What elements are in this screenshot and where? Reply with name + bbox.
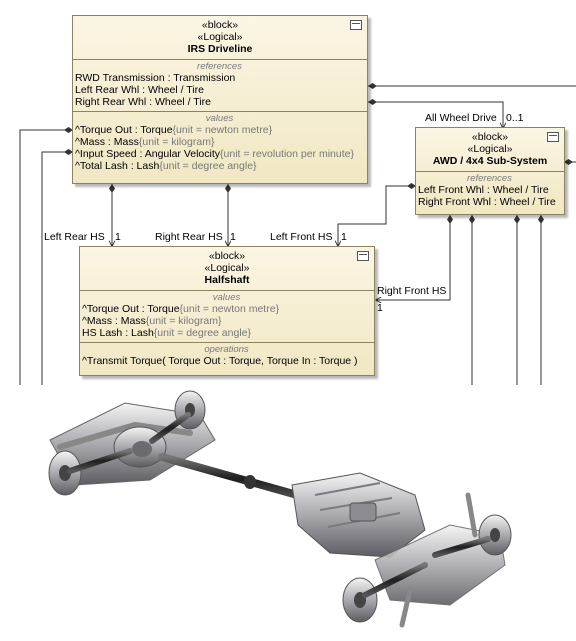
- value-text: ^Torque Out : Torque: [75, 124, 173, 136]
- value-row[interactable]: ^Input Speed : Angular Velocity{unit = r…: [75, 148, 364, 160]
- block-irs-driveline[interactable]: «block» «Logical» IRS Driveline referenc…: [72, 15, 368, 184]
- multiplicity-left-rear-hs: 1: [115, 231, 121, 243]
- block-name: IRS Driveline: [187, 43, 253, 55]
- role-label-right-front-hs: Right Front HS: [377, 285, 447, 297]
- association-right-front-hs: [376, 215, 450, 300]
- values-compartment: values ^Torque Out : Torque{unit = newto…: [80, 290, 374, 342]
- value-row[interactable]: ^Mass : Mass{unit = kilogram}: [75, 136, 364, 148]
- reference-row[interactable]: Left Rear Whl : Wheel / Tire: [75, 84, 204, 96]
- value-text: ^Input Speed : Angular Velocity: [75, 148, 221, 160]
- value-unit: {unit = kilogram}: [138, 136, 215, 148]
- multiplicity-all-wheel-drive: 0..1: [506, 112, 524, 124]
- compartment-toggle-icon[interactable]: [547, 132, 559, 142]
- compartment-toggle-icon[interactable]: [350, 20, 362, 30]
- multiplicity-right-front-hs: 1: [377, 302, 383, 314]
- reference-row[interactable]: Right Rear Whl : Wheel / Tire: [75, 96, 211, 108]
- reference-row[interactable]: Left Front Whl : Wheel / Tire: [418, 184, 549, 196]
- value-text: ^Mass : Mass: [82, 315, 146, 327]
- value-unit: {unit = revolution per minute}: [220, 148, 354, 160]
- compartment-toggle-icon[interactable]: [357, 251, 369, 261]
- value-row[interactable]: ^Torque Out : Torque{unit = newton metre…: [75, 124, 364, 136]
- block-header: «block» «Logical» IRS Driveline: [73, 16, 367, 59]
- value-text: ^Mass : Mass: [75, 136, 139, 148]
- references-compartment: references Left Front Whl : Wheel / Tire…: [416, 171, 564, 211]
- block-name: Halfshaft: [204, 274, 250, 286]
- compartment-title: values: [205, 113, 234, 124]
- stereotype-block: «block»: [201, 19, 239, 31]
- stereotype-logical: «Logical»: [204, 262, 250, 274]
- role-label-left-front-hs: Left Front HS: [270, 231, 333, 243]
- compartment-title: references: [197, 61, 242, 72]
- value-text: ^Total Lash : Lash: [75, 160, 160, 172]
- stereotype-logical: «Logical»: [197, 31, 243, 43]
- association-left-front-hs: [338, 186, 416, 246]
- value-unit: {unit = newton metre}: [172, 124, 273, 136]
- stereotype-logical: «Logical»: [467, 143, 513, 155]
- compartment-title: operations: [204, 344, 249, 355]
- value-unit: {unit = newton metre}: [179, 303, 280, 315]
- association-left-inner: [41, 149, 73, 385]
- operation-row[interactable]: ^Transmit Torque( Torque Out : Torque, T…: [82, 355, 358, 367]
- block-awd-subsystem[interactable]: «block» «Logical» AWD / 4x4 Sub-System r…: [415, 127, 565, 215]
- compartment-title: references: [467, 173, 512, 184]
- values-compartment: values ^Torque Out : Torque{unit = newto…: [73, 111, 367, 175]
- value-row[interactable]: ^Total Lash : Lash{unit = degree angle}: [75, 160, 364, 172]
- value-text: ^Torque Out : Torque: [82, 303, 180, 315]
- value-unit: {unit = kilogram}: [145, 315, 222, 327]
- reference-row[interactable]: Right Front Whl : Wheel / Tire: [418, 196, 556, 208]
- value-row[interactable]: HS Lash : Lash{unit = degree angle}: [82, 327, 371, 339]
- multiplicity-left-front-hs: 1: [341, 231, 347, 243]
- block-halfshaft[interactable]: «block» «Logical» Halfshaft values ^Torq…: [79, 246, 375, 376]
- compartment-title: values: [212, 292, 241, 303]
- driveline-photo: [48, 390, 512, 628]
- association-all-wheel-drive: [368, 102, 503, 128]
- stereotype-block: «block»: [471, 131, 509, 143]
- block-header: «block» «Logical» Halfshaft: [80, 247, 374, 290]
- reference-row[interactable]: RWD Transmission : Transmission: [75, 72, 236, 84]
- association-left-outer: [19, 127, 73, 385]
- value-text: HS Lash : Lash: [82, 327, 154, 339]
- propshaft: [158, 453, 319, 504]
- role-label-left-rear-hs: Left Rear HS: [44, 231, 105, 243]
- operations-compartment: operations ^Transmit Torque( Torque Out …: [80, 342, 374, 370]
- role-label-right-rear-hs: Right Rear HS: [155, 231, 223, 243]
- stereotype-block: «block»: [208, 250, 246, 262]
- value-unit: {unit = degree angle}: [153, 327, 252, 339]
- block-header: «block» «Logical» AWD / 4x4 Sub-System: [416, 128, 564, 171]
- value-row[interactable]: ^Mass : Mass{unit = kilogram}: [82, 315, 371, 327]
- references-compartment: references RWD Transmission : Transmissi…: [73, 59, 367, 111]
- block-name: AWD / 4x4 Sub-System: [432, 155, 548, 167]
- multiplicity-right-rear-hs: 1: [230, 231, 236, 243]
- value-unit: {unit = degree angle}: [159, 160, 257, 172]
- value-row[interactable]: ^Torque Out : Torque{unit = newton metre…: [82, 303, 371, 315]
- role-label-all-wheel-drive: All Wheel Drive: [425, 112, 497, 124]
